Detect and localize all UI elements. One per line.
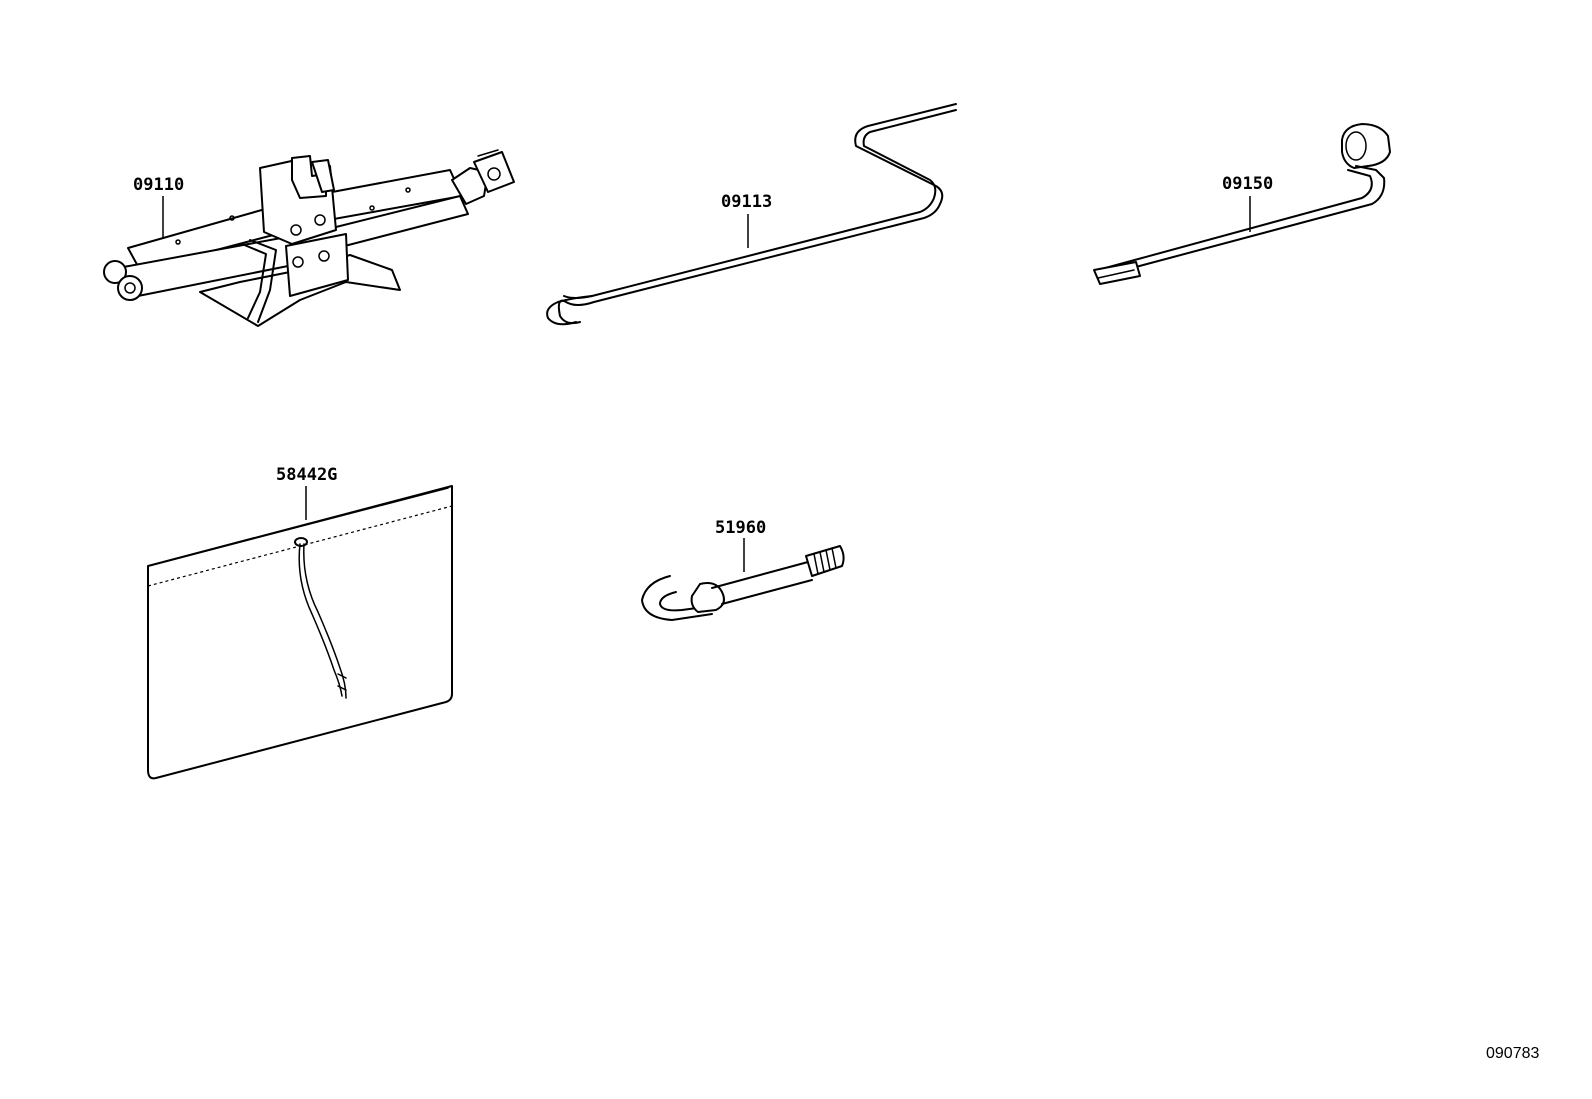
wheel-nut-wrench-icon[interactable]	[1093, 123, 1391, 285]
jack-handle-icon[interactable]	[546, 103, 957, 326]
tool-bag-icon[interactable]	[147, 485, 453, 780]
part-label-09110[interactable]: 09110	[133, 175, 184, 195]
part-label-09113[interactable]: 09113	[721, 192, 772, 212]
part-label-58442G[interactable]: 58442G	[276, 465, 337, 485]
figure-id: 090783	[1486, 1045, 1539, 1062]
towing-eye-icon[interactable]	[641, 545, 845, 621]
part-label-09150[interactable]: 09150	[1222, 174, 1273, 194]
scissor-jack-icon[interactable]	[103, 149, 515, 327]
part-label-51960[interactable]: 51960	[715, 518, 766, 538]
